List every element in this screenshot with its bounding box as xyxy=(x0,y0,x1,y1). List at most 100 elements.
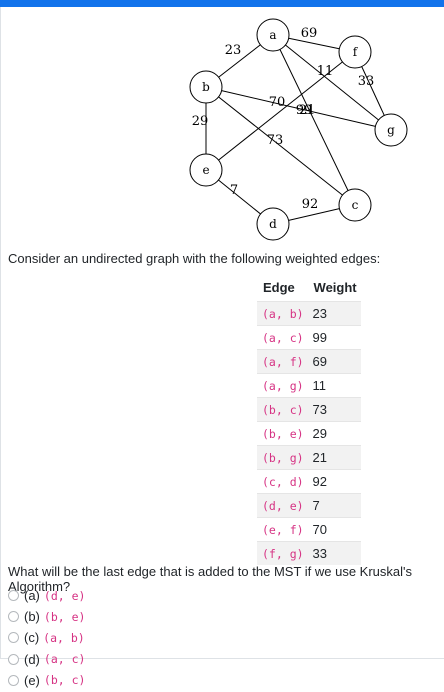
table-row: (b, c)73 xyxy=(257,397,361,422)
node-b xyxy=(189,70,223,104)
weight-cell: 69 xyxy=(307,349,361,374)
edge-code: (b, g) xyxy=(262,451,304,465)
weight-cell: 7 xyxy=(307,493,361,518)
table-row: (b, g)21 xyxy=(257,445,361,470)
table-row: (c, d)92 xyxy=(257,469,361,494)
node-d xyxy=(256,207,290,241)
edge-code: (f, g) xyxy=(262,547,304,561)
edge-cell: (b, c) xyxy=(257,397,308,422)
node-label: b xyxy=(202,80,210,94)
edge-weight-label: 21 xyxy=(299,103,316,118)
top-accent-bar xyxy=(0,0,444,7)
node-label: f xyxy=(353,45,359,59)
weight-cell: 11 xyxy=(307,373,361,398)
option-edge: (b, c) xyxy=(43,673,86,688)
edge-code: (a, f) xyxy=(262,355,304,369)
edge-cell: (e, f) xyxy=(257,517,308,542)
table-header-row: Edge Weight xyxy=(257,273,361,302)
weight-cell: 92 xyxy=(307,469,361,494)
edge-cell: (b, e) xyxy=(257,421,308,446)
edge-code: (b, c) xyxy=(262,403,304,417)
edge-code: (c, d) xyxy=(262,475,304,489)
answer-option[interactable]: (e)(b, c) xyxy=(8,671,85,690)
radio-button[interactable] xyxy=(8,611,19,623)
edge-weight-label: 73 xyxy=(267,133,284,148)
weight-cell: 99 xyxy=(307,325,361,350)
edge-code: (a, g) xyxy=(262,379,304,393)
node-label: g xyxy=(387,123,395,137)
option-letter: (e) xyxy=(24,672,40,688)
edge-weight-label: 92 xyxy=(302,197,319,212)
weight-cell: 21 xyxy=(307,445,361,470)
edge-cell: (d, e) xyxy=(257,493,308,518)
edge-a-g xyxy=(272,34,392,131)
edge-e-f xyxy=(205,51,356,171)
option-edge: (d, e) xyxy=(43,588,86,603)
edge-weight-label: 69 xyxy=(301,26,318,41)
table-row: (f, g)33 xyxy=(257,541,361,565)
node-c xyxy=(338,188,372,222)
answer-option[interactable]: (c)(a, b) xyxy=(8,628,85,647)
graph-diagram: 23 99 69 11 73 29 21 92 7 70 33 a b c d e f g xyxy=(189,18,408,241)
edge-weight-label: 33 xyxy=(358,74,375,89)
table-row: (a, g)11 xyxy=(257,373,361,398)
edge-cell: (a, b) xyxy=(257,301,308,326)
option-letter: (b) xyxy=(24,609,40,625)
column-header-weight: Weight xyxy=(313,279,357,295)
radio-button[interactable] xyxy=(8,632,19,644)
radio-button[interactable] xyxy=(8,674,19,686)
edge-weight-label: 70 xyxy=(269,95,286,110)
option-letter: (c) xyxy=(24,630,40,646)
node-f xyxy=(338,35,372,69)
node-e xyxy=(189,153,223,187)
edge-weight-label: 7 xyxy=(230,183,238,198)
edge-code: (d, e) xyxy=(262,499,304,513)
edge-weight-label: 29 xyxy=(192,114,209,129)
node-label: e xyxy=(202,163,209,177)
edge-cell: (b, g) xyxy=(257,445,308,470)
edge-cell: (f, g) xyxy=(257,541,308,565)
answer-option[interactable]: (a)(d, e) xyxy=(8,586,85,605)
option-edge: (a, c) xyxy=(43,652,86,667)
intro-text: Consider an undirected graph with the fo… xyxy=(8,251,381,266)
edge-b-c xyxy=(205,86,356,206)
question-text: What will be the last edge that is added… xyxy=(8,564,413,594)
weight-cell: 33 xyxy=(307,541,361,565)
table-row: (a, c)99 xyxy=(257,325,361,350)
edge-code: (a, b) xyxy=(262,307,304,321)
weight-cell: 73 xyxy=(307,397,361,422)
option-letter: (d) xyxy=(24,651,40,667)
edge-weight-label: 23 xyxy=(225,43,242,58)
edge-weight-label: 99 xyxy=(296,103,313,118)
radio-button[interactable] xyxy=(8,590,19,601)
option-letter: (a) xyxy=(24,588,40,603)
weight-cell: 29 xyxy=(307,421,361,446)
edge-weight-label: 11 xyxy=(317,64,334,79)
edge-code: (a, c) xyxy=(262,331,304,345)
node-label: c xyxy=(352,198,359,212)
edge-b-g xyxy=(205,86,392,131)
edge-cell: (a, g) xyxy=(257,373,308,398)
answer-options: (a)(d, e)(b)(b, e)(c)(a, b)(d)(a, c)(e)(… xyxy=(8,586,85,692)
weight-cell: 23 xyxy=(307,301,361,326)
table-row: (a, b)23 xyxy=(257,301,361,326)
edge-a-c xyxy=(272,34,356,206)
edge-cell: (a, c) xyxy=(257,325,308,350)
column-header-edge: Edge xyxy=(263,279,295,295)
option-edge: (a, b) xyxy=(43,630,85,645)
weight-cell: 70 xyxy=(307,517,361,542)
edge-cell: (c, d) xyxy=(257,469,308,494)
node-g xyxy=(374,113,408,147)
node-label: a xyxy=(269,28,276,42)
edge-code: (e, f) xyxy=(262,523,304,537)
answer-option[interactable]: (b)(b, e) xyxy=(8,607,85,626)
edge-cell: (a, f) xyxy=(257,349,308,374)
edge-code: (b, e) xyxy=(262,427,304,441)
answer-option[interactable]: (d)(a, c) xyxy=(8,650,85,669)
edge-weight-table: Edge Weight (a, b)23(a, c)99(a, f)69(a, … xyxy=(257,273,361,565)
node-a xyxy=(256,18,290,52)
table-row: (d, e)7 xyxy=(257,493,361,518)
node-label: d xyxy=(269,217,277,231)
radio-button[interactable] xyxy=(8,653,19,665)
table-row: (a, f)69 xyxy=(257,349,361,374)
